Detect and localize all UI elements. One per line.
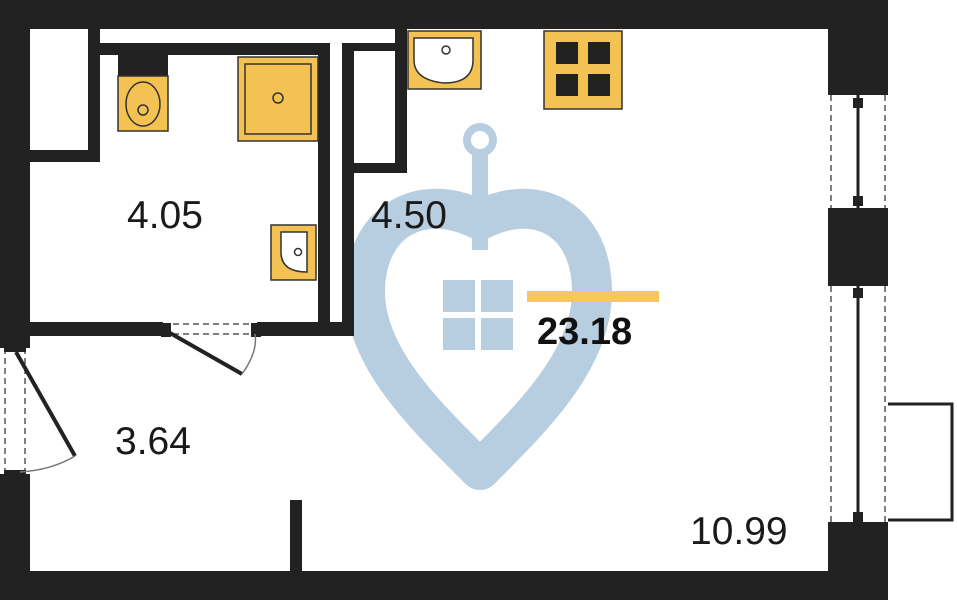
shower-tray-icon: [237, 56, 319, 142]
bathroom-area-label: 4.05: [127, 194, 203, 237]
total-area-accent-bar: [527, 291, 659, 302]
wardrobe-area-label: 4.50: [371, 194, 447, 237]
bathroom-door: [161, 323, 261, 376]
entrance-door: [2, 344, 77, 478]
interior-walls: [25, 22, 407, 575]
balcony-outline: [888, 402, 954, 522]
total-area-label: 23.18: [537, 311, 633, 353]
kitchen-sink-icon: [407, 30, 482, 90]
cooktop-icon: [543, 30, 623, 110]
toilet-icon: [117, 53, 169, 132]
window-lower: [828, 286, 888, 522]
hallway-area-label: 3.64: [115, 420, 191, 463]
washbasin-icon: [270, 224, 317, 281]
anchor-heart-watermark-icon: [345, 123, 612, 490]
living-room-area-label: 10.99: [690, 510, 788, 553]
window-upper: [828, 95, 888, 208]
outer-walls: [0, 0, 888, 600]
